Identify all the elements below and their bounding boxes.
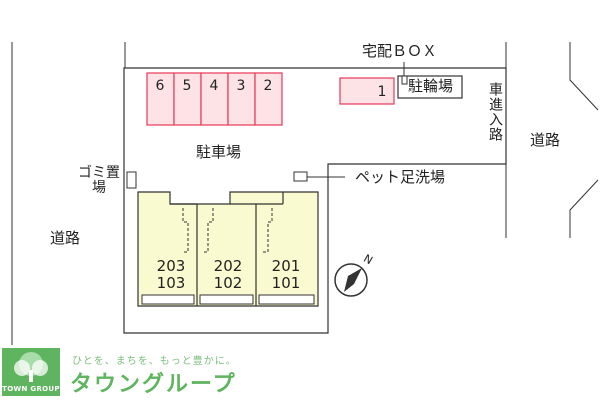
- stairs-unit-201: [263, 208, 273, 253]
- unit-upper-202: 202: [213, 257, 243, 275]
- brand-slogan: ひとを、まちを、もっと豊かに。: [72, 356, 237, 367]
- garbage-box: [126, 171, 137, 189]
- unit-lower-101: 101: [271, 274, 301, 293]
- garbage-label: ゴミ置場: [78, 165, 120, 197]
- unit-upper-203: 203: [156, 257, 186, 275]
- stall-number-1: 1: [377, 84, 387, 100]
- delivery-box-marker: [401, 75, 408, 85]
- balcony-102: [199, 294, 254, 305]
- balcony-103: [141, 294, 195, 305]
- stall-number-6: 6: [155, 78, 165, 94]
- stall-number-5: 5: [182, 78, 192, 94]
- stairs-unit-203: [182, 208, 189, 253]
- unit-upper-201: 201: [271, 257, 301, 275]
- road-curve-upper: [569, 42, 599, 111]
- parking-stall-2: [254, 72, 283, 126]
- parking-label: 駐車場: [196, 143, 242, 161]
- road-curve-lower: [569, 179, 599, 238]
- building: [137, 191, 319, 307]
- pet-wash-box: [293, 171, 308, 182]
- parking-stall-5: [173, 72, 202, 126]
- stall-number-3: 3: [236, 78, 246, 94]
- logo-caption: TOWN GROUP: [2, 385, 60, 393]
- compass-icon: [334, 263, 368, 297]
- logo-icon: [2, 348, 60, 396]
- road-label-right: 道路: [530, 131, 561, 149]
- stairs-unit-202: [203, 208, 214, 253]
- unit-201-101: 201 101: [261, 257, 311, 293]
- unit-lower-102: 102: [213, 274, 243, 293]
- road-label-left: 道路: [50, 229, 81, 247]
- parking-stall-6: [146, 72, 175, 126]
- unit-202-102: 202 102: [203, 257, 253, 293]
- vehicle-entrance-label: 車進入路: [487, 82, 503, 142]
- delivery-box-label: 宅配ＢＯＸ: [362, 42, 438, 60]
- bike-parking-box: [397, 75, 463, 99]
- parking-stall-1: [339, 77, 395, 105]
- parking-stalls: [146, 72, 283, 126]
- unit-lower-103: 103: [156, 274, 186, 293]
- unit-203-103: 203 103: [146, 257, 196, 293]
- balcony-101: [258, 294, 315, 305]
- stall-number-4: 4: [209, 78, 219, 94]
- stall-number-2: 2: [263, 78, 273, 94]
- brand-name: タウングループ: [70, 372, 237, 397]
- bike-parking-label: 駐輪場: [408, 77, 454, 95]
- pet-wash-label: ペット足洗場: [355, 168, 446, 186]
